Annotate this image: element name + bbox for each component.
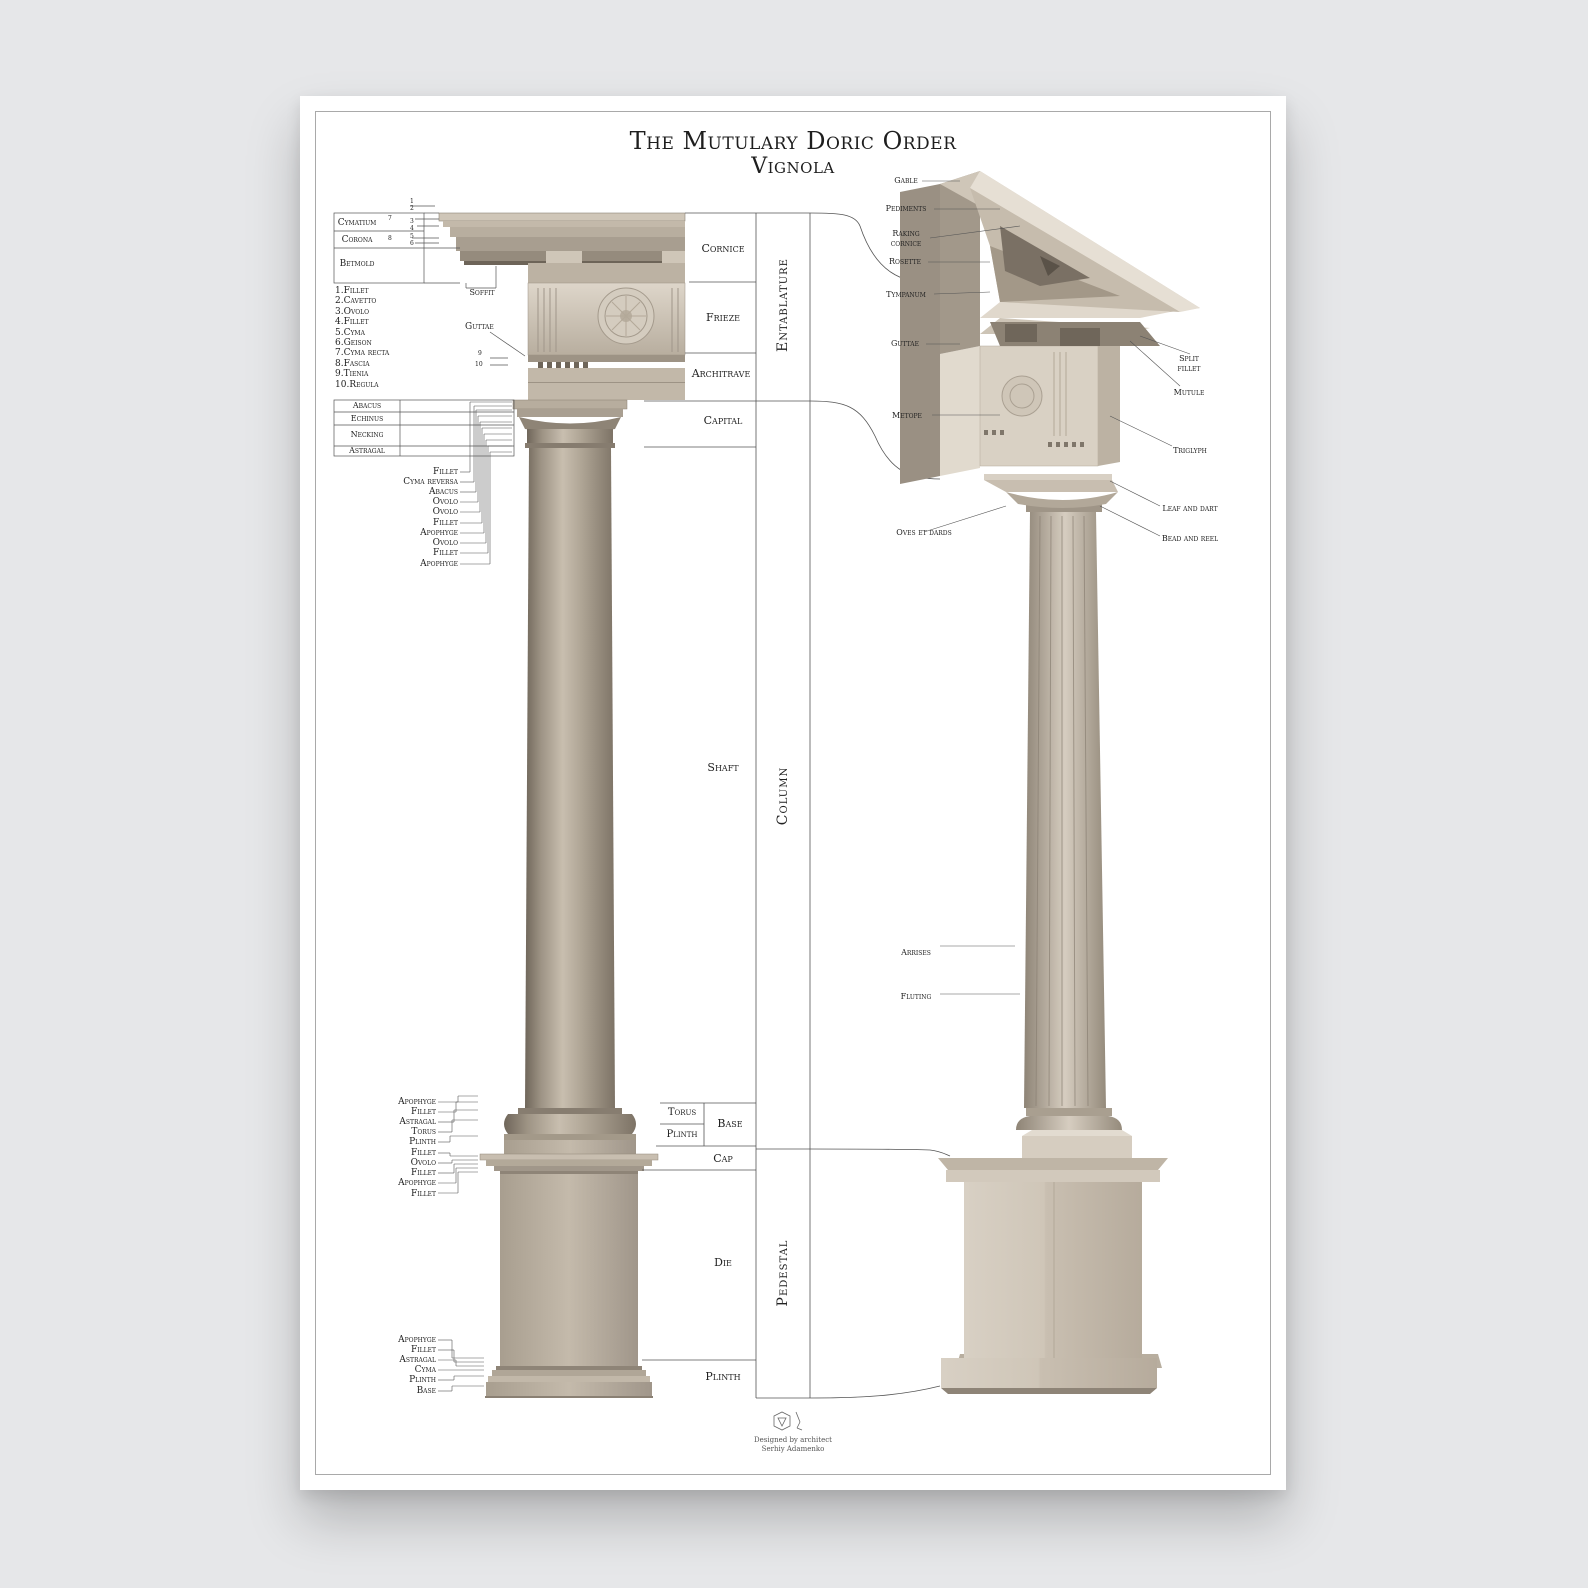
poster-frame xyxy=(315,111,1271,1475)
guttae-num-9: 9 xyxy=(478,350,482,357)
label-split-fillet: Split fillet xyxy=(1177,354,1201,373)
legend-item: 1.Fillet xyxy=(335,286,369,296)
right-perspective xyxy=(900,171,1200,1394)
legend-item: 9.Tienia xyxy=(335,369,369,380)
base-moulding: Fillet xyxy=(411,1168,436,1178)
label-fluting: Fluting xyxy=(900,992,932,1001)
left-elevation xyxy=(438,212,686,1398)
cornice-num-3: 3 xyxy=(410,218,414,225)
label-metope: Metope xyxy=(892,411,922,420)
label-plinth-base: Plinth xyxy=(666,1129,698,1140)
label-pedestal: Pedestal xyxy=(775,1239,791,1307)
cornice-legend: 1.Fillet 2.Cavetto 3.Ovolo 4.Fillet 5.Cy… xyxy=(335,286,389,390)
label-astragal-table: Astragal xyxy=(349,446,385,455)
label-entablature: Entablature xyxy=(775,258,791,352)
label-corona: Corona xyxy=(341,235,373,245)
base-moulding: Fillet xyxy=(411,1189,436,1199)
cornice-num-7: 7 xyxy=(388,215,392,222)
cornice-num-5: 5 xyxy=(410,233,414,240)
label-guttae-left: Guttae xyxy=(465,322,494,332)
label-capital: Capital xyxy=(703,414,743,427)
label-column: Column xyxy=(775,766,791,826)
base-moulding: Plinth xyxy=(409,1137,436,1147)
label-mutule: Mutule xyxy=(1173,388,1205,397)
legend-item: 7.Cyma recta xyxy=(335,348,390,359)
label-shaft: Shaft xyxy=(707,761,739,774)
label-bead-and-reel: Bead and reel xyxy=(1161,534,1219,543)
legend-item: 3.Ovolo xyxy=(335,306,370,317)
capital-moulding: Apophyge xyxy=(420,528,458,538)
label-plinth: Plinth xyxy=(705,1370,741,1383)
capital-moulding: Ovolo xyxy=(432,497,458,507)
logo-mark xyxy=(773,1411,803,1431)
label-arrises: Arrises xyxy=(901,948,931,957)
capital-moulding: Fillet xyxy=(433,518,458,528)
cornice-num-2: 2 xyxy=(410,205,414,212)
label-gable: Gable xyxy=(894,176,918,185)
label-cymatium: Cymatium xyxy=(337,218,377,228)
label-rosette: Rosette xyxy=(889,257,921,266)
capital-moulding: Ovolo xyxy=(432,507,458,517)
base-moulding: Torus xyxy=(411,1127,436,1137)
label-pediments: Pediments xyxy=(885,204,927,213)
base-moulding: Ovolo xyxy=(410,1158,436,1168)
credit-line-2: Serhiy Adamenko xyxy=(761,1445,825,1453)
credit-line-1: Designed by architect xyxy=(754,1436,832,1444)
label-cap: Cap xyxy=(713,1152,733,1165)
poster-subtitle: Vignola xyxy=(751,154,835,179)
base-moulding: Apophyge xyxy=(398,1097,436,1107)
plinth-moulding: Fillet xyxy=(411,1345,436,1355)
capital-moulding: Abacus xyxy=(429,487,458,497)
label-oves-et-dards: Oves et dards xyxy=(896,528,952,537)
plinth-moulding: Base xyxy=(416,1386,436,1396)
base-moulding: Apophyge xyxy=(398,1178,436,1188)
legend-item: 4.Fillet xyxy=(335,317,369,328)
label-soffit: Soffit xyxy=(469,288,495,297)
legend-item: 2.Cavetto xyxy=(335,296,377,307)
label-abacus-table: Abacus xyxy=(352,401,382,410)
base-moulding: Fillet xyxy=(411,1148,436,1158)
capital-moulding: Apophyge xyxy=(420,559,458,569)
capital-moulding: Fillet xyxy=(433,467,458,477)
capital-moulding: Ovolo xyxy=(432,538,458,548)
cornice-table xyxy=(333,205,526,366)
label-torus: Torus xyxy=(667,1107,697,1118)
cornice-num-4: 4 xyxy=(410,225,414,232)
plinth-moulding: Apophyge xyxy=(398,1335,436,1345)
legend-item: 8.Fascia xyxy=(335,358,370,369)
leader-lines xyxy=(438,180,1191,1392)
capital-moulding: Cyma reversa xyxy=(403,477,458,487)
cornice-num-1: 1 xyxy=(410,198,414,205)
label-echinus-table: Echinus xyxy=(350,414,384,423)
plinth-moulding: Cyma xyxy=(414,1365,436,1375)
label-guttae-right: Guttae xyxy=(891,339,919,348)
base-moulding: Fillet xyxy=(411,1107,436,1117)
plinth-moulding: Astragal xyxy=(399,1355,436,1365)
legend-item: 10.Regula xyxy=(335,379,379,390)
label-triglyph: Triglyph xyxy=(1173,446,1207,455)
cornice-num-8: 8 xyxy=(388,235,392,242)
base-moulding: Astragal xyxy=(399,1117,436,1127)
order-drawing xyxy=(333,171,1200,1431)
legend-item: 6.Geison xyxy=(335,338,372,349)
label-base: Base xyxy=(717,1117,743,1130)
legend-item: 5.Cyma xyxy=(335,327,365,338)
label-die: Die xyxy=(714,1256,732,1269)
label-tympanum: Tympanum xyxy=(886,290,926,299)
poster-sheet: The Mutulary Doric Order Vignola xyxy=(300,96,1286,1490)
label-cornice: Cornice xyxy=(701,242,745,255)
label-frieze: Frieze xyxy=(705,311,741,324)
cornice-num-6: 6 xyxy=(410,240,414,247)
capital-table xyxy=(333,399,515,457)
label-necking-table: Necking xyxy=(350,430,384,439)
guttae-num-10: 10 xyxy=(475,361,483,368)
label-leaf-and-dart: Leaf and dart xyxy=(1162,504,1218,513)
label-architrave: Architrave xyxy=(691,367,751,380)
label-betmold: Betmold xyxy=(339,259,375,269)
capital-moulding: Fillet xyxy=(433,548,458,558)
division-table xyxy=(642,212,951,1399)
plinth-moulding: Plinth xyxy=(409,1375,436,1385)
poster-title: The Mutulary Doric Order xyxy=(629,127,957,155)
label-raking-cornice: Raking cornice xyxy=(890,229,922,248)
